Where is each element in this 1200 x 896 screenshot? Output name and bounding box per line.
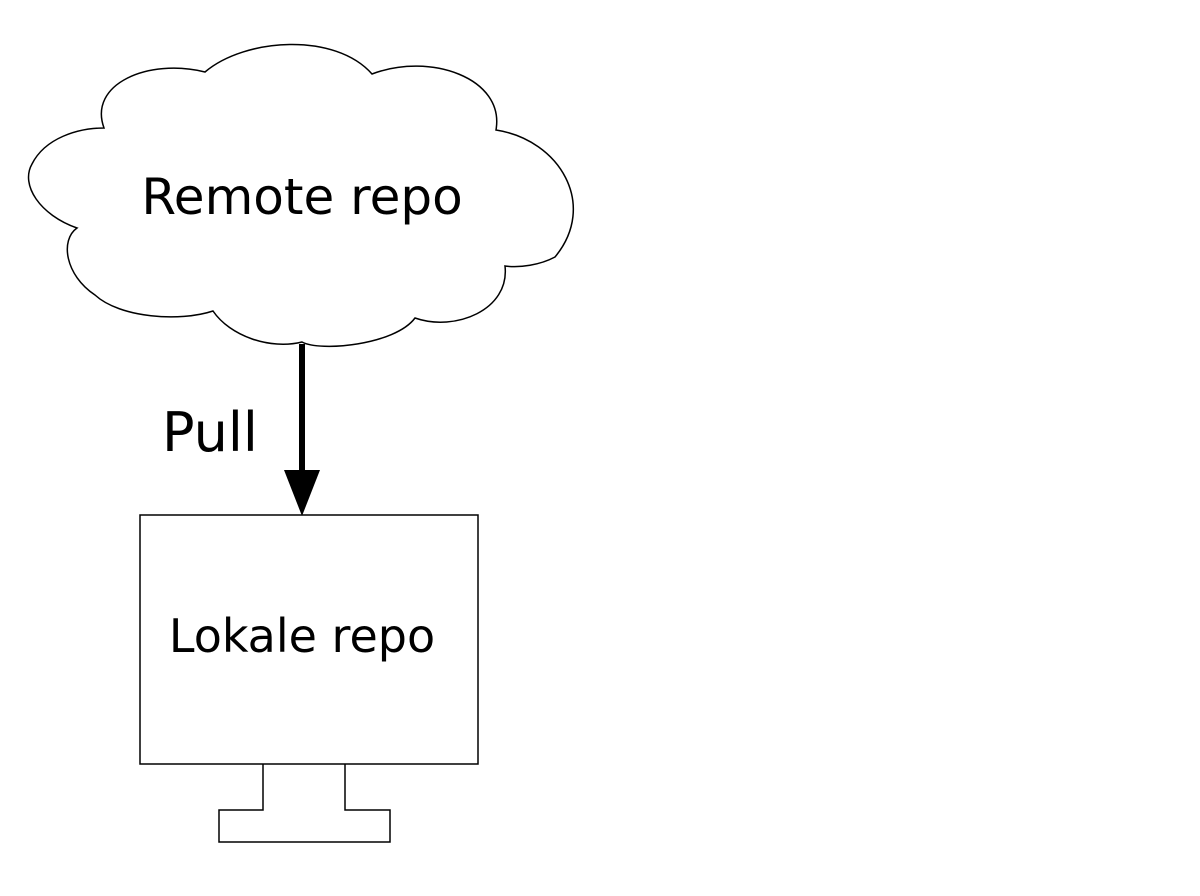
- arrow-head-icon: [284, 470, 320, 516]
- monitor-stand-icon: [218, 764, 391, 843]
- local-repo-label: Lokale repo: [169, 609, 435, 663]
- remote-repo-label: Remote repo: [141, 168, 462, 226]
- local-repo-monitor: Lokale repo: [139, 514, 479, 843]
- cloud-icon: [27, 43, 574, 348]
- pull-label: Pull: [162, 401, 258, 464]
- pull-arrow: Pull: [162, 344, 320, 516]
- monitor-icon: [139, 514, 479, 765]
- remote-repo-cloud: Remote repo: [27, 43, 574, 348]
